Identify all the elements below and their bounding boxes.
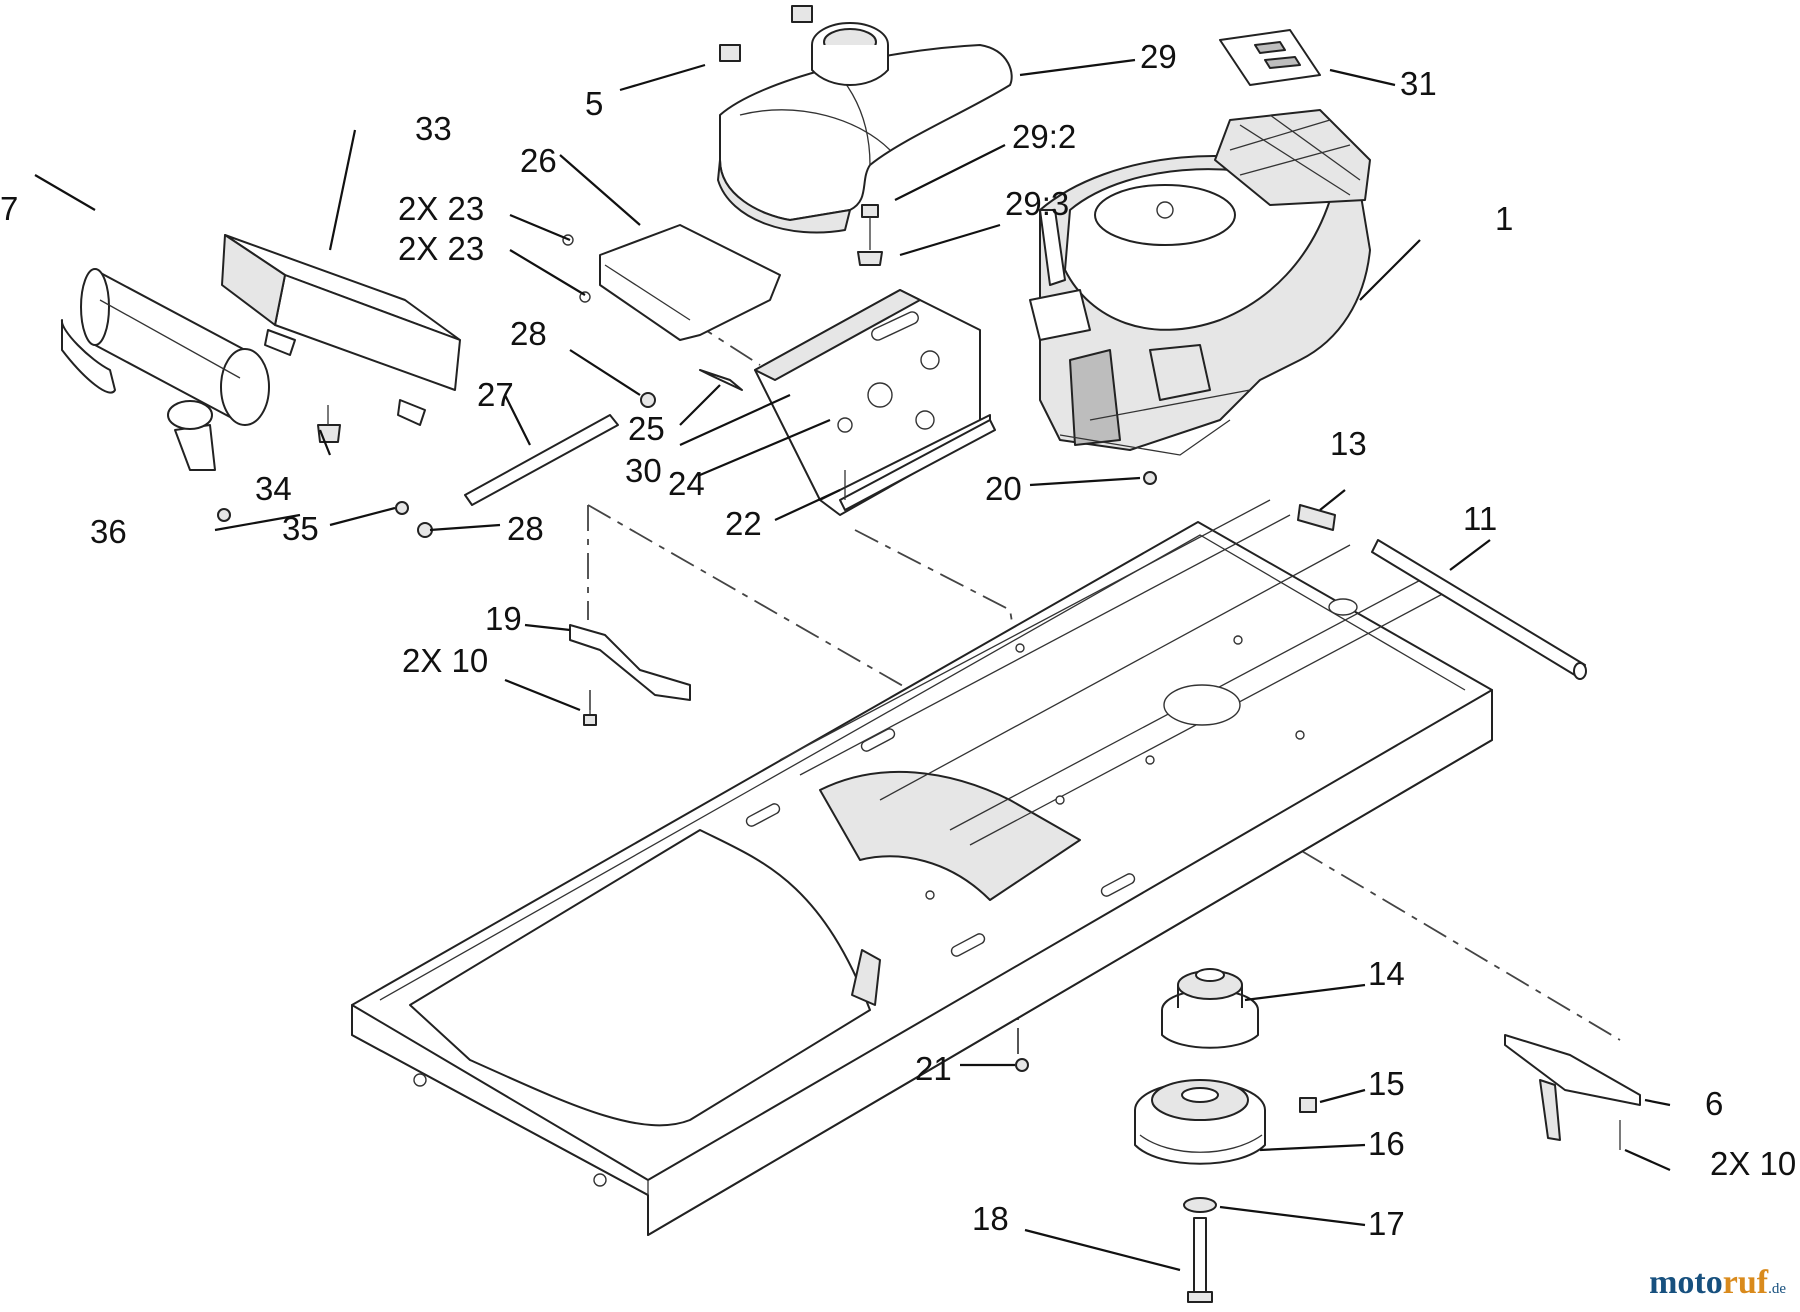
- label-29-3: 29:3: [1005, 185, 1069, 222]
- label-16: 16: [1368, 1125, 1405, 1162]
- watermark-logo: motoruf.de: [1649, 1264, 1786, 1302]
- label-28b: 28: [507, 510, 544, 547]
- label-1: 1: [1495, 200, 1513, 237]
- label-10b: 2X 10: [1710, 1145, 1796, 1182]
- fuel-fittings: [857, 204, 883, 266]
- label-30: 30: [625, 452, 662, 489]
- label-35: 35: [282, 510, 319, 547]
- label-19: 19: [485, 600, 522, 637]
- label-17: 17: [1368, 1205, 1405, 1242]
- label-11: 11: [1463, 500, 1497, 537]
- label-10a: 2X 10: [402, 642, 488, 679]
- label-25: 25: [628, 410, 665, 447]
- label-14: 14: [1368, 955, 1405, 992]
- label-29: 29: [1140, 38, 1177, 75]
- label-36: 36: [90, 513, 127, 550]
- label-22: 22: [725, 505, 762, 542]
- label-7: 7: [0, 190, 18, 227]
- label-34: 34: [255, 470, 292, 507]
- label-27: 27: [477, 376, 514, 413]
- fuel-tank: [717, 5, 1013, 234]
- engine: [1029, 109, 1371, 456]
- muffler: [61, 268, 270, 471]
- label-26: 26: [520, 142, 557, 179]
- hardware: [217, 369, 1641, 1150]
- label-28a: 28: [510, 315, 547, 352]
- label-20: 20: [985, 470, 1022, 507]
- label-23b: 2X 23: [398, 230, 484, 267]
- callout-labels: 1 5 6 7 2X 10 2X 10 11 13 14 15 16 17 18…: [0, 38, 1796, 1242]
- label-15: 15: [1368, 1065, 1405, 1102]
- label-29-2: 29:2: [1012, 118, 1076, 155]
- leader-lines: [34, 58, 1671, 1272]
- decal: [1219, 29, 1321, 86]
- label-21: 21: [915, 1050, 952, 1087]
- engine-mount-bracket: [754, 289, 991, 516]
- frame: [351, 499, 1493, 1236]
- label-24: 24: [668, 465, 705, 502]
- heat-shield: [562, 224, 781, 341]
- label-23a: 2X 23: [398, 190, 484, 227]
- label-13: 13: [1330, 425, 1367, 462]
- watermark-suffix: .de: [1768, 1281, 1786, 1297]
- label-6: 6: [1705, 1085, 1723, 1122]
- watermark-part2: ruf: [1722, 1264, 1769, 1301]
- clutch: [1134, 1079, 1317, 1165]
- washer-and-bolt: [1183, 1197, 1217, 1303]
- watermark-part1: moto: [1649, 1264, 1723, 1301]
- label-18: 18: [972, 1200, 1009, 1237]
- label-5: 5: [585, 85, 603, 122]
- pulley: [1161, 968, 1259, 1049]
- label-33: 33: [415, 110, 452, 147]
- muffler-guard: [221, 234, 461, 426]
- label-31: 31: [1400, 65, 1437, 102]
